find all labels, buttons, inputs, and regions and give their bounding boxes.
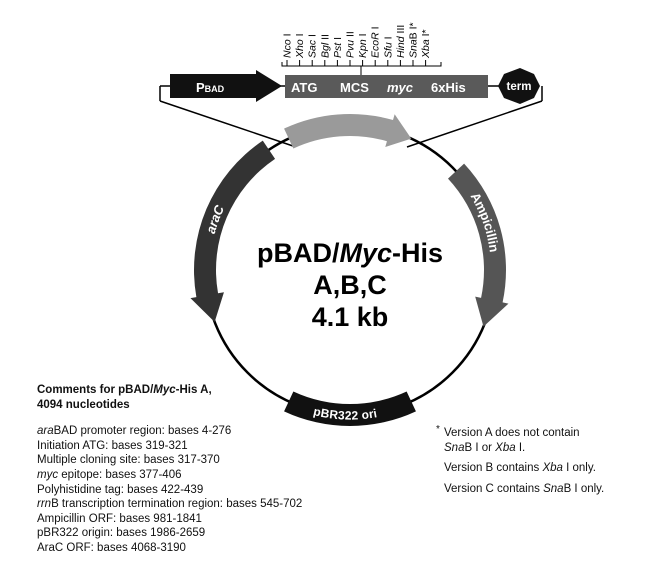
- plasmid-name: pBAD/Myc-His: [257, 238, 443, 268]
- plasmid-versions: A,B,C: [313, 270, 387, 300]
- his-tag-label: 6xHis: [431, 80, 466, 95]
- comment-line: myc epitope: bases 377-406: [37, 468, 182, 481]
- mcs-label: MCS: [340, 80, 369, 95]
- restriction-site-label: Pvu II: [345, 31, 357, 58]
- myc-label: myc: [387, 80, 414, 95]
- ori-block: [284, 391, 416, 426]
- comments-title: Comments for pBAD/Myc-His A,: [37, 384, 212, 396]
- note-version-b: Version B contains Xba I only.: [444, 462, 596, 475]
- terminator-label: term: [507, 81, 532, 93]
- restriction-site-bracket: [281, 62, 442, 67]
- terminator-octagon: [498, 68, 540, 104]
- comments-subtitle: 4094 nucleotides: [37, 398, 130, 411]
- pbad-label: PBAD: [196, 80, 225, 95]
- restriction-site-label: EcoR I: [370, 26, 382, 58]
- restriction-site-label: Hind III: [395, 25, 407, 58]
- comment-line: Initiation ATG: bases 319-321: [37, 439, 188, 452]
- restriction-site-label: Pst I: [332, 37, 344, 58]
- restriction-site-label: Kpn I: [357, 33, 369, 58]
- comment-line: Polyhistidine tag: bases 422-439: [37, 483, 204, 496]
- restriction-site-label: Sac I: [307, 34, 319, 58]
- restriction-site-label: Bgl II: [319, 34, 331, 58]
- comment-line: pBR322 origin: bases 1986-2659: [37, 527, 206, 540]
- comment-line: araBAD promoter region: bases 4-276: [37, 425, 232, 438]
- note-version-c: Version C contains SnaB I only.: [444, 482, 605, 495]
- restriction-site-ticks: [281, 60, 442, 75]
- footnote-star: *: [436, 424, 440, 435]
- pbad-promoter-arrow: [170, 70, 282, 102]
- comment-line: Ampicillin ORF: bases 981-1841: [37, 512, 202, 525]
- cassette-left-link: [159, 100, 294, 147]
- ampicillin-arrow: [448, 163, 509, 327]
- arac-arrow: [190, 140, 276, 322]
- feature-arrows: [190, 114, 509, 426]
- cassette-right-link: [406, 100, 543, 148]
- version-notes: * Version A does not contain SnaB I or X…: [436, 424, 605, 496]
- plasmid-size: 4.1 kb: [312, 302, 389, 332]
- restriction-site-label: SnaB I*: [408, 22, 420, 58]
- pbad-cassette-arrow: [284, 114, 412, 149]
- comment-line: rrnB transcription termination region: b…: [37, 498, 303, 511]
- comments-block: Comments for pBAD/Myc-His A, 4094 nucleo…: [37, 383, 302, 556]
- restriction-site-label: Nco I: [282, 33, 294, 58]
- note-version-a: Version A does not contain: [444, 427, 580, 439]
- atg-label: ATG: [291, 80, 317, 95]
- comment-line: AraC ORF: bases 4068-3190: [37, 541, 186, 554]
- comment-line: Multiple cloning site: bases 317-370: [37, 454, 220, 467]
- cassette-box: [285, 75, 488, 98]
- ori-label: pBR322 ori: [312, 404, 378, 422]
- restriction-site-label: Sfu I: [382, 36, 394, 58]
- restriction-site-label: Xba I*: [420, 29, 432, 59]
- restriction-site-label: Xho I: [294, 33, 306, 59]
- note-version-a-cont: SnaB I or Xba I.: [444, 441, 526, 454]
